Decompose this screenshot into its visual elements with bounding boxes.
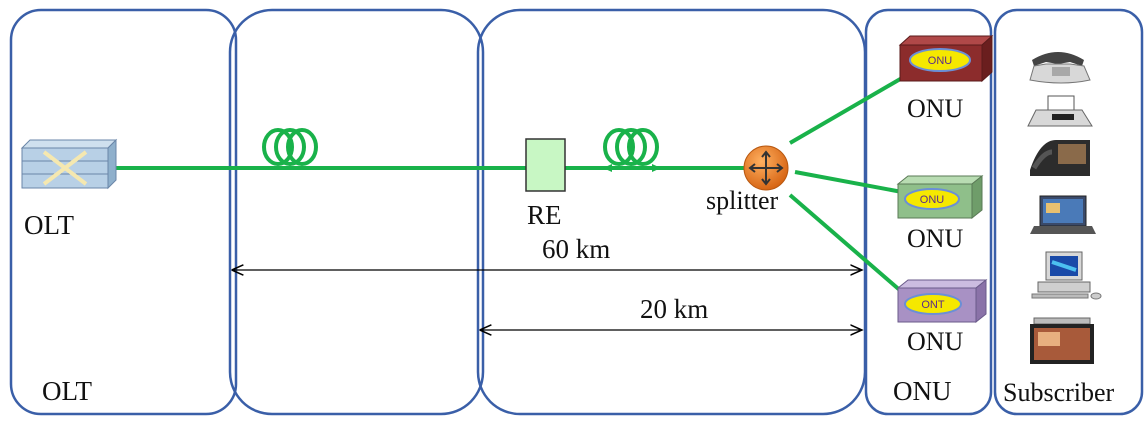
onu-badge-label: ONT	[921, 299, 945, 311]
tv-icon	[1030, 317, 1094, 364]
onu-label: ONU	[907, 224, 964, 253]
onu-label: ONU	[907, 327, 964, 356]
desktop-computer-icon	[1031, 251, 1102, 300]
region-onu	[864, 8, 993, 416]
fax-icon	[1027, 95, 1093, 127]
region-olt	[9, 8, 238, 416]
re-label: RE	[527, 200, 562, 230]
onu-label: ONU	[907, 94, 964, 123]
arrow-icon	[603, 164, 612, 172]
region-subscriber	[993, 8, 1144, 416]
onu-badge-label: ONU	[928, 55, 953, 67]
laptop-icon	[1030, 195, 1096, 234]
fiber-coil-icon	[603, 128, 659, 166]
ont-device-icon	[896, 278, 988, 324]
video-phone-icon	[1030, 140, 1090, 176]
phone-icon	[1029, 52, 1091, 84]
onu-device-icon	[896, 174, 984, 220]
splitter-icon	[743, 145, 789, 191]
region-feeder	[228, 8, 485, 416]
distance-label-short: 20 km	[640, 294, 709, 324]
fiber-branch-bottom	[788, 193, 904, 294]
fiber-branch-top	[788, 76, 904, 145]
region-label-subscriber: Subscriber	[1003, 378, 1115, 407]
olt-device-icon	[20, 138, 118, 190]
olt-device-label: OLT	[24, 210, 75, 240]
splitter-label: splitter	[706, 186, 779, 215]
arrow-icon	[652, 164, 661, 172]
onu-device-icon	[898, 34, 994, 83]
re-device-icon	[525, 138, 566, 192]
distance-label-long: 60 km	[542, 234, 611, 264]
fiber-branch-mid	[794, 170, 903, 194]
region-label-olt: OLT	[42, 376, 93, 406]
onu-badge-label: ONU	[920, 194, 945, 206]
fiber-coil-icon	[262, 128, 318, 166]
region-label-onu: ONU	[893, 376, 952, 406]
